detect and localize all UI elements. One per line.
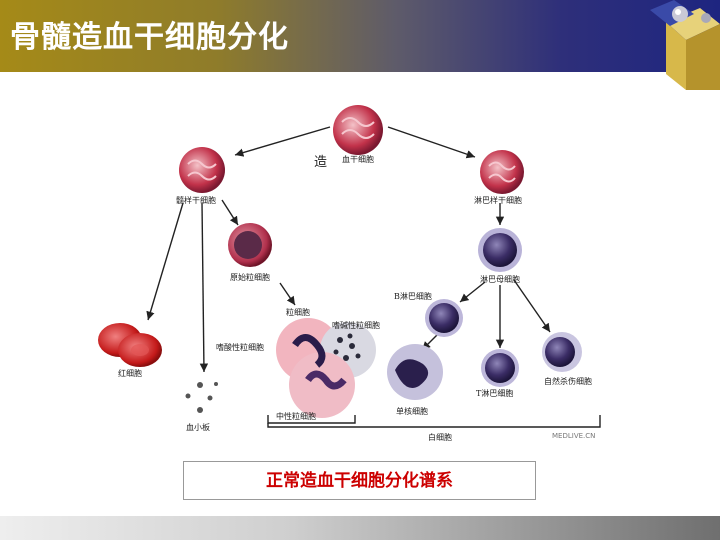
label-t-cell: T淋巴细胞 xyxy=(476,388,513,398)
b-lymphocyte-cell xyxy=(425,299,463,337)
myeloblast-cell xyxy=(228,223,272,267)
platelets xyxy=(185,382,218,413)
label-hsc-prefix: 造 xyxy=(314,155,327,170)
lymphoblast-cell xyxy=(478,228,522,272)
label-granulocyte: 粒细胞 xyxy=(286,307,310,317)
myeloid-stem-cell xyxy=(179,147,225,193)
label-platelet: 血小板 xyxy=(186,422,210,432)
label-lymphoid-stem: 淋巴样干细胞 xyxy=(474,195,522,205)
label-monocyte: 单核细胞 xyxy=(396,406,428,416)
label-eosinophil: 嗜酸性粒细胞 xyxy=(216,342,264,352)
label-basophil: 嗜碱性粒细胞 xyxy=(332,320,380,330)
label-wbc: 白细胞 xyxy=(428,432,452,442)
bottom-bar xyxy=(0,516,720,540)
label-nk-cell: 自然杀伤细胞 xyxy=(544,376,592,386)
label-myeloblast: 原始粒细胞 xyxy=(230,272,270,282)
cube-logo-icon xyxy=(650,0,720,90)
label-b-cell: B淋巴细胞 xyxy=(394,291,432,301)
label-lymphoblast: 淋巴母细胞 xyxy=(480,274,520,284)
t-lymphocyte-cell xyxy=(481,349,519,387)
granulocytes-cluster xyxy=(276,318,376,418)
page-title: 骨髓造血干细胞分化 xyxy=(10,20,289,55)
label-hsc: 血干细胞 xyxy=(342,154,374,164)
label-neutrophil: 中性粒细胞 xyxy=(276,411,316,421)
nk-cell xyxy=(542,332,582,372)
title-bar: 骨髓造血干细胞分化 xyxy=(0,0,720,72)
label-rbc: 红细胞 xyxy=(118,368,142,378)
monocyte-cell xyxy=(387,344,443,400)
watermark-text: MEDLIVE.CN xyxy=(552,432,595,440)
red-blood-cells xyxy=(98,323,162,367)
lymphoid-stem-cell xyxy=(480,150,524,194)
hematopoiesis-diagram: 造 血干细胞 髓样干细胞 淋巴样干细胞 原始粒细胞 粒细胞 嗜碱性粒细胞 嗜酸性… xyxy=(98,105,601,442)
hematopoietic-stem-cell xyxy=(333,105,383,155)
caption-text: 正常造血干细胞分化谱系 xyxy=(266,471,453,491)
label-myeloid-stem: 髓样干细胞 xyxy=(176,195,216,205)
caption-box: 正常造血干细胞分化谱系 xyxy=(183,461,536,500)
